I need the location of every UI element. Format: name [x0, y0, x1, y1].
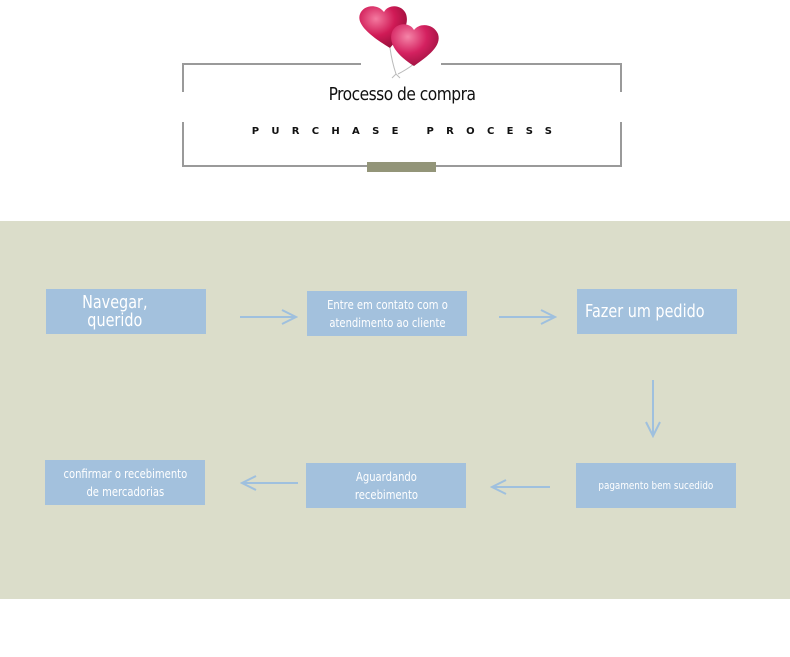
frame-right-gap: [614, 92, 624, 122]
step-browse: Navegar, querido: [46, 289, 206, 334]
step-confirm-receipt-label: confirmar o recebimento de mercadorias: [63, 465, 187, 499]
page-title: Processo de compra: [328, 84, 476, 105]
accent-bar: [367, 162, 436, 172]
process-panel: Navegar, querido Entre em contato com o …: [0, 221, 790, 599]
arrow-right-icon: [499, 309, 557, 325]
step-confirm-receipt: confirmar o recebimento de mercadorias: [45, 460, 205, 505]
arrow-left-icon: [490, 479, 550, 495]
step-contact-support: Entre em contato com o atendimento ao cl…: [307, 291, 467, 336]
heart-balloons-icon: [359, 6, 439, 79]
step-awaiting-receipt: Aguardando recebimento: [306, 463, 466, 508]
step-browse-label: Navegar, querido: [82, 291, 148, 331]
arrow-left-icon: [240, 475, 298, 491]
frame-left-gap: [178, 92, 188, 122]
step-place-order-label: Fazer um pedido: [585, 300, 705, 322]
step-payment-success: pagamento bem sucedido: [576, 463, 736, 508]
arrow-down-icon: [645, 380, 661, 438]
page-subtitle: PURCHASE PROCESS: [251, 126, 565, 137]
step-awaiting-receipt-label: Aguardando recebimento: [354, 468, 418, 502]
step-payment-success-label: pagamento bem sucedido: [598, 478, 714, 492]
step-contact-support-label: Entre em contato com o atendimento ao cl…: [326, 296, 448, 330]
step-place-order: Fazer um pedido: [577, 289, 737, 334]
arrow-right-icon: [240, 309, 298, 325]
